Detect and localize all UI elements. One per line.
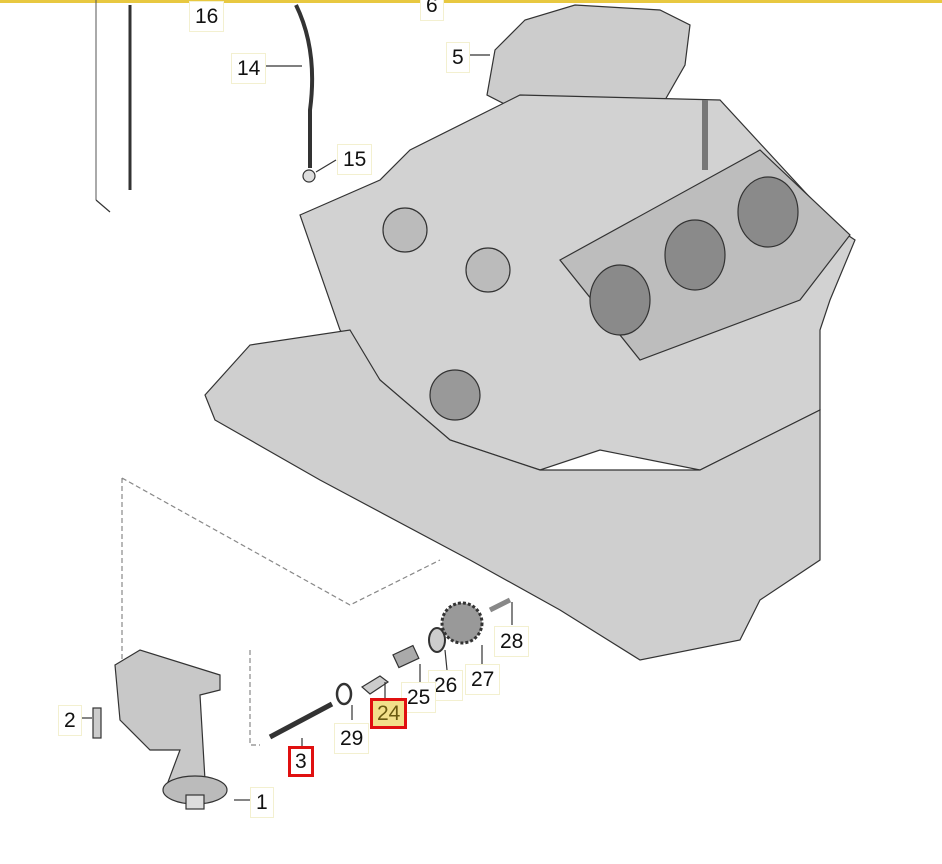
callout-27[interactable]: 27 [465, 664, 501, 695]
callout-1[interactable]: 1 [250, 787, 274, 818]
callout-14[interactable]: 14 [231, 53, 267, 84]
callout-29[interactable]: 29 [334, 723, 370, 754]
callout-6[interactable]: 6 [420, 0, 444, 21]
callout-16[interactable]: 16 [189, 1, 225, 32]
top-border [0, 0, 942, 3]
sprocket [440, 601, 484, 645]
drive-shaft [268, 701, 334, 740]
callout-3-selected[interactable]: 3 [288, 746, 314, 777]
oil-pump [114, 649, 221, 791]
callout-2[interactable]: 2 [58, 705, 82, 736]
callout-24-selected[interactable]: 24 [370, 698, 408, 729]
callout-15[interactable]: 15 [337, 144, 373, 175]
dipstick-guide-tube [294, 4, 315, 168]
oil-pan [204, 329, 821, 661]
callout-28[interactable]: 28 [494, 626, 530, 657]
callout-5[interactable]: 5 [446, 42, 470, 73]
